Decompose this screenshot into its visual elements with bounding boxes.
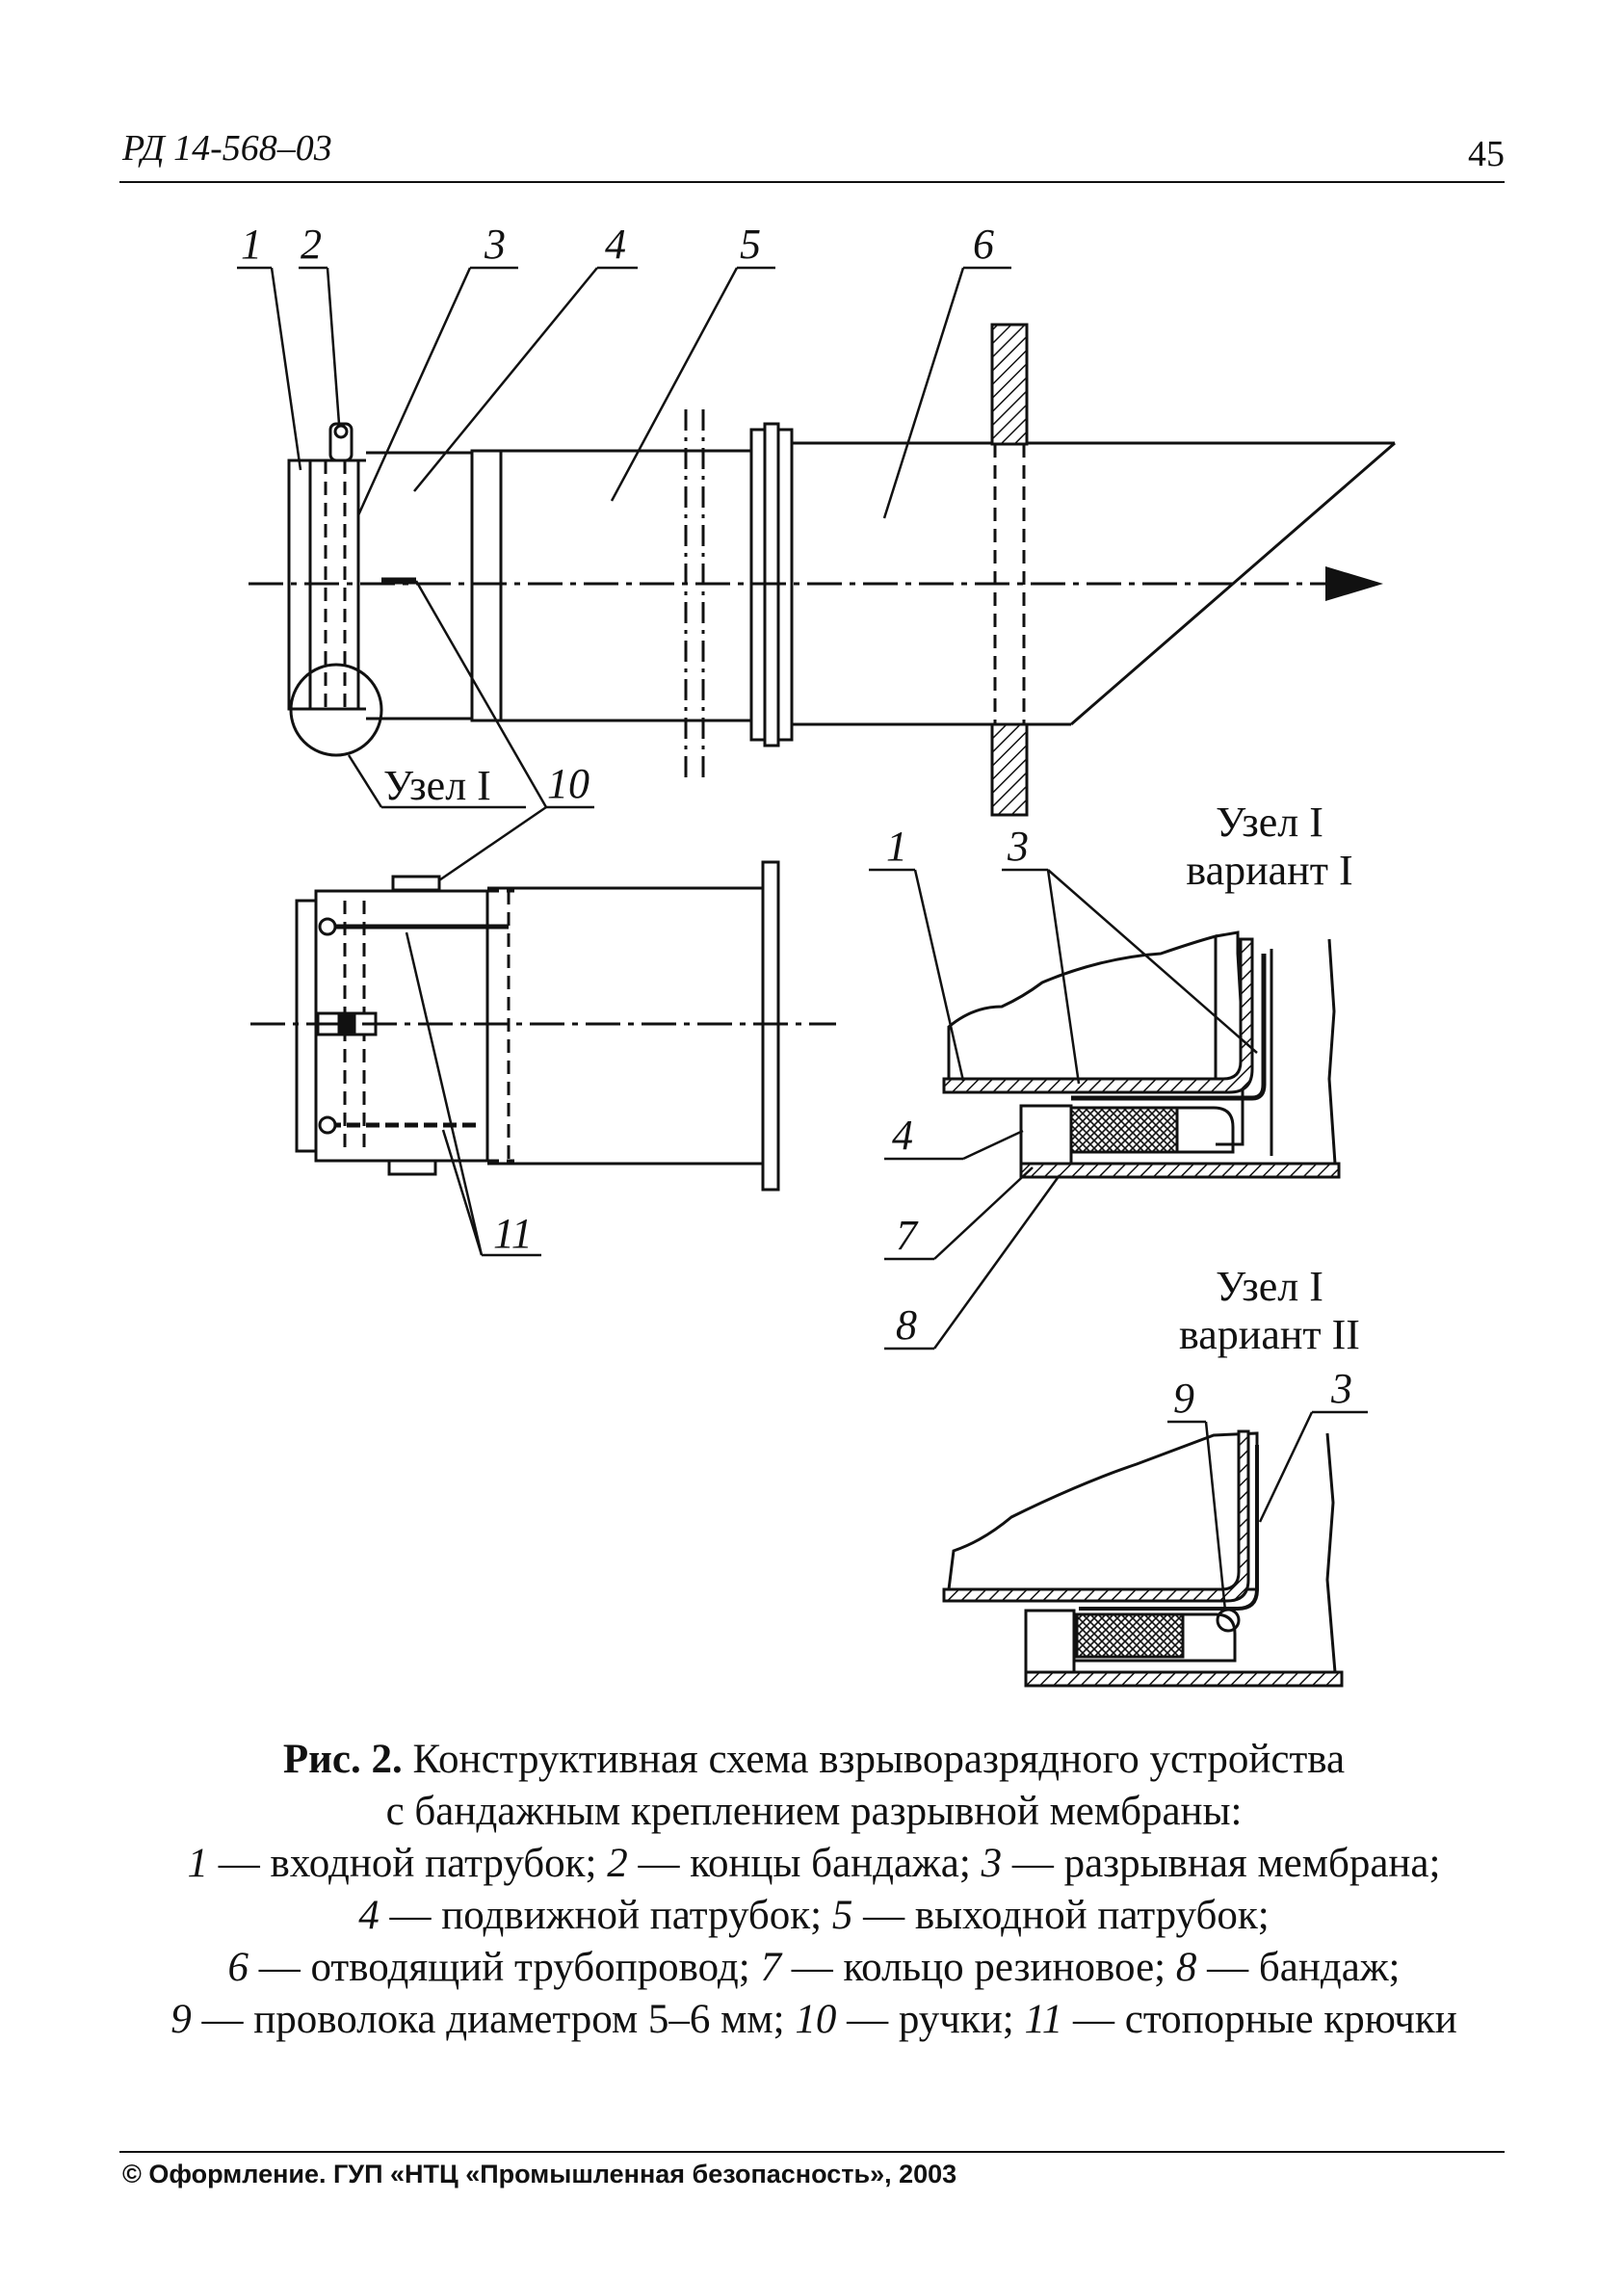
callout-3: 3	[484, 221, 506, 268]
variant2-title-line2: вариант II	[1179, 1311, 1360, 1358]
callout-detail-9: 9	[1173, 1375, 1194, 1422]
legend-text: проволока диаметром 5–6 мм;	[253, 1997, 785, 2042]
legend-text: разрывная мембрана;	[1063, 1841, 1441, 1886]
caption-line-2: с бандажным креплением разрывной мембран…	[385, 1789, 1243, 1834]
legend-num: 7	[760, 1945, 781, 1990]
leader-lines-detail-1	[869, 868, 1258, 1350]
callout-6: 6	[973, 221, 994, 268]
legend-text: стопорные крючки	[1124, 1997, 1457, 2042]
caption-legend-line-5: 6 — отводящий трубопровод; 7 — кольцо ре…	[227, 1945, 1401, 1990]
figure-caption: Рис. 2. Конструктивная схема взрыворазря…	[106, 1734, 1522, 2046]
footer-rule	[119, 2151, 1505, 2153]
legend-text: кольцо резиновое;	[843, 1945, 1166, 1990]
legend-num: 11	[1024, 1997, 1063, 2042]
legend-text: концы бандажа;	[690, 1841, 971, 1886]
node-detail-variant-1	[942, 930, 1341, 1179]
callout-5: 5	[740, 221, 761, 268]
leader-lines-side	[405, 931, 541, 1257]
callout-detail-3b: 3	[1330, 1365, 1352, 1412]
page-number: 45	[1468, 134, 1505, 174]
document-code: РД 14-568–03	[122, 128, 332, 169]
callout-4: 4	[605, 221, 626, 268]
legend-num: 10	[795, 1997, 837, 2042]
callout-detail-1: 1	[886, 823, 907, 870]
callout-detail-3: 3	[1007, 823, 1029, 870]
callout-10: 10	[547, 760, 589, 807]
leader-lines-main	[237, 266, 1011, 886]
legend-text: входной патрубок;	[270, 1841, 597, 1886]
caption-legend-line-6: 9 — проволока диаметром 5–6 мм; 10 — руч…	[170, 1997, 1457, 2042]
callout-detail-8: 8	[896, 1301, 917, 1349]
caption-legend-line-3: 1 — входной патрубок; 2 — концы бандажа;…	[187, 1841, 1441, 1886]
callout-1: 1	[241, 221, 262, 268]
legend-text: выходной патрубок;	[914, 1893, 1270, 1938]
leader-lines-detail-2	[1167, 1410, 1368, 1612]
caption-title-1: Конструктивная схема взрыворазрядного ус…	[412, 1737, 1346, 1782]
legend-num: 6	[227, 1945, 249, 1990]
node-label: Узел I	[383, 762, 491, 809]
legend-num: 1	[187, 1841, 209, 1886]
header-rule	[119, 181, 1505, 183]
side-view	[250, 860, 836, 1192]
legend-num: 2	[607, 1841, 628, 1886]
legend-num: 5	[831, 1893, 853, 1938]
copyright-footer: © Оформление. ГУП «НТЦ «Промышленная без…	[122, 2160, 957, 2188]
callout-detail-4: 4	[892, 1112, 913, 1159]
callout-detail-7: 7	[896, 1212, 919, 1259]
variant1-title-line1: Узел I	[1216, 799, 1323, 846]
callout-2: 2	[301, 221, 322, 268]
detail-titles: Узел I Узел I вариант I Узел I вариант I…	[383, 762, 1360, 1358]
callout-11: 11	[493, 1210, 533, 1257]
legend-text: подвижной патрубок;	[441, 1893, 823, 1938]
legend-num: 8	[1175, 1945, 1197, 1990]
legend-num: 4	[358, 1893, 380, 1938]
legend-text: бандаж;	[1258, 1945, 1401, 1990]
legend-num: 9	[170, 1997, 192, 2042]
variant2-title-line1: Узел I	[1216, 1263, 1323, 1310]
legend-text: ручки;	[898, 1997, 1014, 2042]
main-assembly-view	[249, 323, 1396, 817]
figure-label: Рис. 2.	[282, 1737, 403, 1782]
caption-line-1: Рис. 2. Конструктивная схема взрыворазря…	[106, 1734, 1522, 1786]
caption-legend-line-4: 4 — подвижной патрубок; 5 — выходной пат…	[358, 1893, 1270, 1938]
node-detail-variant-2	[942, 1429, 1344, 1688]
legend-text: отводящий трубопровод;	[310, 1945, 750, 1990]
legend-num: 3	[981, 1841, 1003, 1886]
variant1-title-line2: вариант I	[1186, 847, 1352, 894]
callout-labels: 1 2 3 4 5 6 10 11 1 3 4 7 8 9 3	[241, 221, 1352, 1422]
